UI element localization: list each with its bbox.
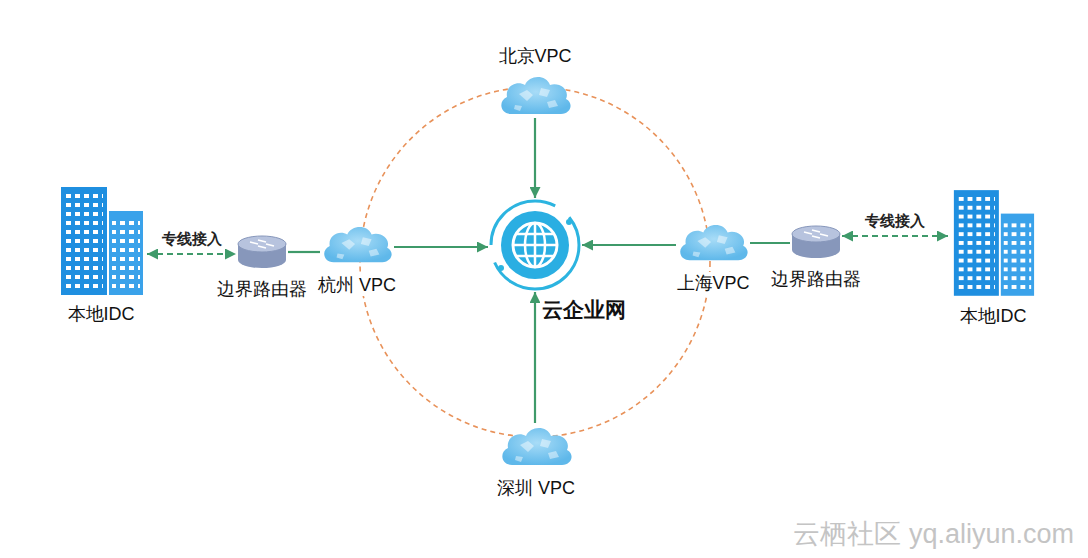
cloud-patch bbox=[337, 237, 380, 259]
idc-node: 本地IDC bbox=[948, 185, 1038, 297]
tower-windows bbox=[958, 196, 995, 290]
vpc-node: 北京VPC bbox=[497, 72, 573, 118]
router-top bbox=[238, 236, 286, 252]
network-link bbox=[534, 292, 536, 423]
vpc-node: 杭州 VPC bbox=[320, 222, 394, 266]
router-node: 边界路由器 bbox=[790, 224, 842, 260]
vpc-node: 上海VPC bbox=[676, 220, 750, 264]
router-top bbox=[792, 226, 840, 242]
node-label: 边界路由器 bbox=[769, 268, 863, 290]
building-icon bbox=[948, 185, 1038, 297]
hub-disc bbox=[501, 211, 569, 279]
watermark: 云栖社区 yq.aliyun.com bbox=[793, 518, 1074, 550]
node-label: 杭州 VPC bbox=[316, 274, 398, 296]
network-link bbox=[750, 242, 790, 244]
router-icon bbox=[790, 224, 842, 260]
node-label: 北京VPC bbox=[497, 45, 574, 67]
annex bbox=[109, 211, 143, 295]
cloud-shape bbox=[680, 225, 747, 260]
router-arrows bbox=[250, 240, 274, 248]
hub-dot bbox=[498, 265, 504, 271]
annex bbox=[1001, 214, 1034, 296]
vpc-node: 深圳 VPC bbox=[498, 423, 574, 469]
leased-line-link bbox=[147, 253, 236, 255]
network-link bbox=[288, 251, 320, 253]
link-label: 专线接入 bbox=[160, 230, 224, 248]
cloud-shape bbox=[502, 428, 571, 465]
hub-node: 云企业网 bbox=[488, 198, 582, 292]
globe-lines bbox=[513, 223, 557, 267]
cloud-icon bbox=[498, 423, 574, 469]
building-icon bbox=[55, 183, 147, 295]
hub-dot bbox=[566, 219, 572, 225]
dashed-ring bbox=[360, 87, 710, 437]
cloud-patch bbox=[514, 88, 558, 111]
network-link bbox=[582, 244, 676, 246]
tower-windows bbox=[65, 193, 103, 289]
tower bbox=[61, 187, 107, 295]
globe-outline bbox=[513, 223, 557, 267]
node-label: 本地IDC bbox=[66, 303, 137, 325]
cloud-icon bbox=[497, 72, 573, 118]
cloud-shape bbox=[324, 227, 391, 262]
network-hub-icon bbox=[488, 198, 582, 292]
node-label: 本地IDC bbox=[958, 305, 1029, 327]
network-link bbox=[534, 118, 536, 198]
cloud-patch bbox=[693, 235, 736, 257]
router-arrows bbox=[804, 230, 828, 238]
router-icon bbox=[236, 234, 288, 270]
annex-windows bbox=[112, 217, 140, 289]
cloud-icon bbox=[320, 222, 394, 266]
node-label: 上海VPC bbox=[675, 272, 752, 294]
cloud-shape bbox=[501, 77, 570, 114]
node-label: 边界路由器 bbox=[215, 278, 309, 300]
leased-line-link bbox=[842, 235, 948, 237]
link-label: 专线接入 bbox=[863, 212, 927, 230]
node-label: 深圳 VPC bbox=[495, 477, 577, 499]
annex-windows bbox=[1004, 219, 1031, 289]
router-node: 边界路由器 bbox=[236, 234, 288, 270]
node-label: 云企业网 bbox=[540, 298, 628, 322]
hub-ring bbox=[491, 201, 579, 289]
cloud-icon bbox=[676, 220, 750, 264]
network-link bbox=[394, 246, 488, 248]
cloud-patch bbox=[515, 439, 559, 462]
tower bbox=[954, 190, 999, 296]
idc-node: 本地IDC bbox=[55, 183, 147, 295]
